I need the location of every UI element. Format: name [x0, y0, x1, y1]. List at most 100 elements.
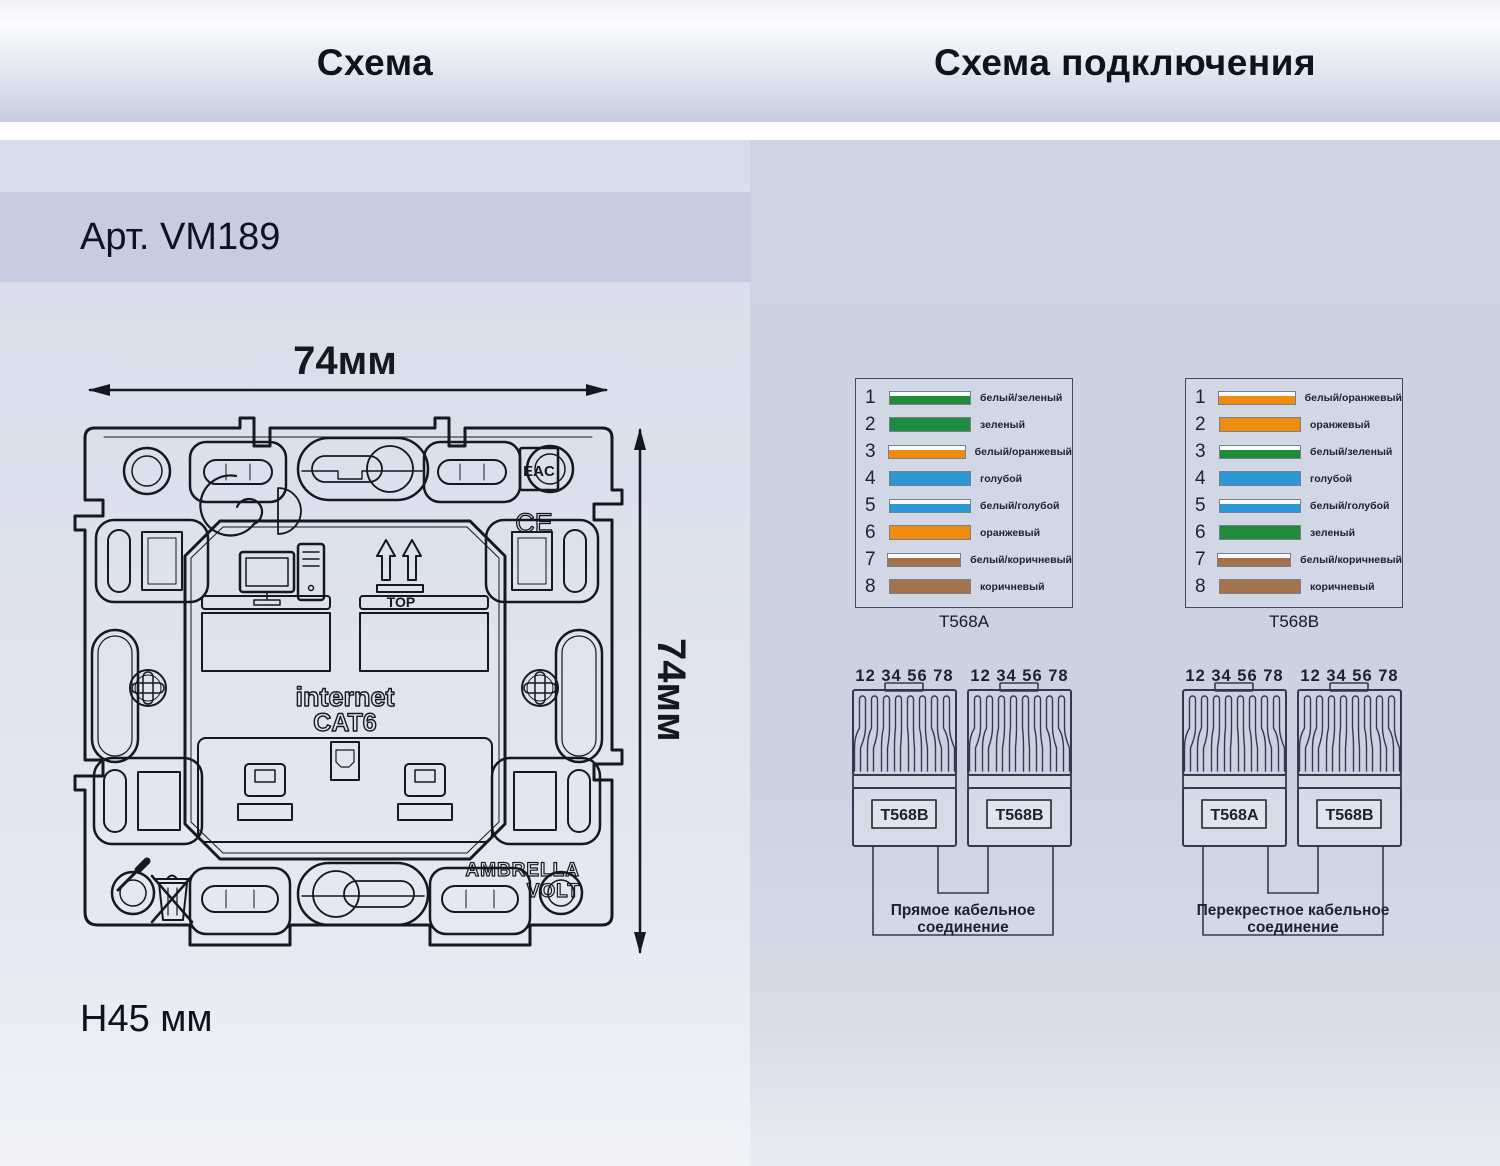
pin-number: 5 [865, 494, 876, 516]
mounting-plate-outline [73, 416, 624, 947]
wire-row: 4 голубой [1195, 465, 1402, 492]
cable-caption-line2: соединение [1247, 919, 1339, 936]
wire-color-label: голубой [1310, 472, 1353, 485]
wire-color-bar [1217, 552, 1292, 567]
article-number: Арт. VM189 [80, 216, 281, 258]
width-dimension-label: 74мм [293, 339, 397, 383]
pin-numbers-label: 12 34 56 78 [1185, 667, 1283, 685]
bottom-capsule-slot [296, 861, 430, 927]
wire-row: 7 белый/коричневый [1195, 546, 1402, 573]
top-capsule-slot [296, 436, 430, 502]
straight-cable-diagram: 12 34 56 78 12 34 56 78 T568B T568B Прям… [851, 667, 1076, 936]
table-caption-t568a: T568A [938, 612, 990, 631]
depth-dimension-label: H45 мм [80, 998, 213, 1040]
wire-color-label: белый/зеленый [1310, 445, 1393, 458]
svg-text:TOP: TOP [387, 594, 416, 610]
wire-row: 2 оранжевый [1195, 411, 1402, 438]
pin-number: 6 [865, 521, 876, 543]
wire-color-label: белый/коричневый [1300, 553, 1402, 566]
wire-row: 1 белый/оранжевый [1195, 384, 1402, 411]
panel-divider [0, 122, 1500, 140]
jack-compartment [197, 737, 493, 843]
pin-number: 7 [1195, 548, 1206, 570]
wire-color-label: белый/голубой [1310, 499, 1390, 512]
height-dimension: 74мм [634, 428, 693, 954]
wire-row: 6 зеленый [1195, 519, 1402, 546]
wire-color-label: белый/коричневый [970, 553, 1072, 566]
wire-color-label: белый/зеленый [980, 391, 1063, 404]
left-panel-background [0, 140, 750, 1166]
wire-color-bar [889, 417, 971, 432]
pin-number: 1 [865, 386, 876, 408]
internet-label: internet [295, 682, 394, 712]
crossover-cable-diagram: 12 34 56 78 12 34 56 78 T568A T568B Пере… [1181, 667, 1406, 936]
pin-number: 4 [865, 467, 876, 489]
pin-number: 5 [1195, 494, 1206, 516]
side-claw-upper-left [94, 518, 210, 604]
wire-row: 6 оранжевый [865, 519, 1072, 546]
fixing-screw-left [129, 669, 167, 707]
wire-color-bar [1219, 417, 1301, 432]
right-panel-title: Схема подключения [933, 42, 1317, 83]
wire-color-label: оранжевый [980, 526, 1041, 539]
wire-color-label: коричневый [980, 580, 1045, 593]
pin-numbers-label: 12 34 56 78 [855, 667, 953, 685]
cat6-label: CAT6 [313, 709, 376, 737]
wire-color-bar [889, 579, 971, 594]
wire-color-label: белый/голубой [980, 499, 1060, 512]
wire-row: 2 зеленый [865, 411, 1072, 438]
pin-number: 1 [1195, 386, 1206, 408]
connector-standard-tag: T568B [995, 807, 1043, 824]
wire-color-bar [889, 390, 971, 405]
wire-color-bar [887, 552, 962, 567]
module-windows [201, 595, 489, 672]
wire-color-label: оранжевый [1310, 418, 1371, 431]
wire-color-label: зеленый [980, 418, 1026, 431]
top-claw-slots [188, 440, 522, 504]
pin-number: 3 [1195, 440, 1206, 462]
svg-text:EAC: EAC [523, 463, 555, 480]
screwdriver-icon [116, 857, 151, 892]
wire-color-label: голубой [980, 472, 1023, 485]
cable-caption-line1: Прямое кабельное [891, 902, 1036, 919]
pin-number: 7 [865, 548, 876, 570]
computer-icon [238, 542, 326, 606]
pin-number: 8 [1195, 575, 1206, 597]
table-caption-t568b: T568B [1268, 612, 1320, 631]
wire-color-bar [1219, 525, 1301, 540]
wire-row: 8 коричневый [1195, 573, 1402, 600]
pin-numbers-label: 12 34 56 78 [970, 667, 1068, 685]
pin-number: 4 [1195, 467, 1206, 489]
wire-color-bar [1219, 444, 1301, 459]
connector-standard-tag: T568B [880, 807, 928, 824]
wire-row: 4 голубой [865, 465, 1072, 492]
side-claw-upper-right [484, 518, 600, 604]
wire-color-bar [889, 498, 971, 513]
header-band [0, 0, 1500, 122]
wire-color-label: зеленый [1310, 526, 1356, 539]
fixing-screw-right [521, 669, 559, 707]
width-dimension: 74мм [88, 339, 608, 396]
wire-color-bar [889, 471, 971, 486]
article-band: Арт. VM189 [0, 192, 750, 282]
wire-row: 7 белый/коричневый [865, 546, 1072, 573]
corner-holes [110, 444, 584, 916]
brand-line1: AMBRELLA [465, 860, 580, 881]
connector-standard-tag: T568A [1210, 807, 1258, 824]
pin-number: 6 [1195, 521, 1206, 543]
wire-color-label: белый/оранжевый [1304, 391, 1402, 404]
dimension-drawing: 74мм 74мм [73, 339, 693, 954]
wire-color-label: коричневый [1310, 580, 1375, 593]
bottom-claw-slots [188, 866, 532, 936]
wire-row: 3 белый/зеленый [1195, 438, 1402, 465]
wire-color-bar [1219, 471, 1301, 486]
pin-number: 2 [1195, 413, 1206, 435]
wiring-table-t568a: 1 белый/зеленый 2 зеленый 3 белый/оранже… [855, 378, 1073, 608]
cable-caption-line1: Перекрестное кабельное [1197, 902, 1390, 919]
side-claw-lower-left [92, 756, 204, 846]
pin-number: 8 [865, 575, 876, 597]
ce-mark: CE [515, 508, 553, 538]
no-trash-icon [150, 874, 194, 924]
cable-caption-line2: соединение [917, 919, 1009, 936]
